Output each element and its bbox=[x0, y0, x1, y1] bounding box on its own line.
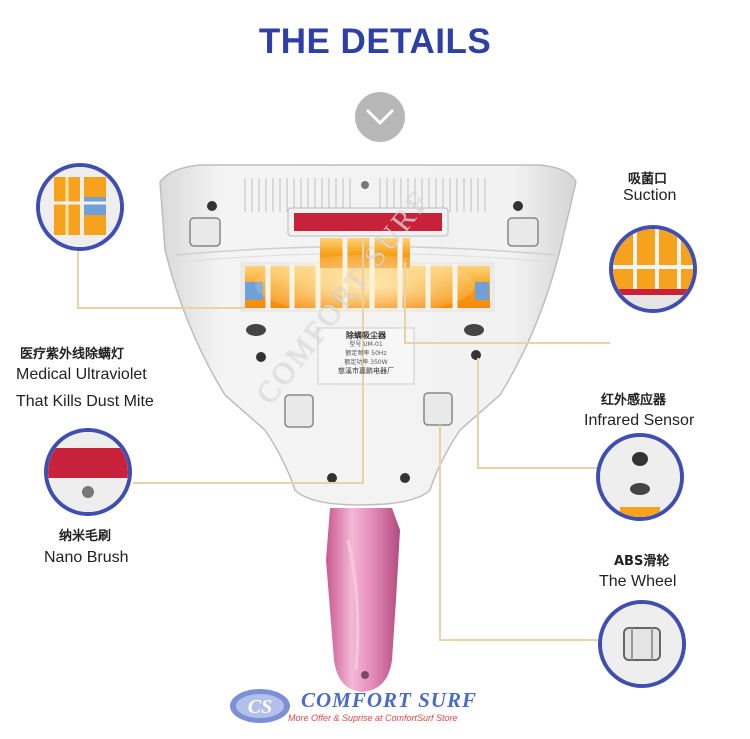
wheel-label-en: The Wheel bbox=[599, 573, 677, 590]
uv-lamp-zoom-image bbox=[40, 167, 120, 247]
rating-line-4: 额定功率 350W bbox=[344, 359, 388, 366]
brush-label-cn: 纳米毛刷 bbox=[59, 529, 112, 544]
nano-brush-zoom-image bbox=[48, 432, 128, 512]
uv-lamp-label-cn: 医疗紫外线除螨灯 bbox=[20, 347, 125, 362]
infrared-sensor-zoom-image bbox=[600, 437, 680, 517]
rating-line-2: 型号 UM-01 bbox=[349, 341, 383, 348]
bottom-right-wheel bbox=[423, 392, 453, 426]
rating-line-5: 慈溪市嘉鹏电器厂 bbox=[338, 367, 394, 375]
infrared-sensor-left bbox=[246, 324, 266, 336]
logo-tagline: More Offer & Suprise at ComfortSurf Stor… bbox=[288, 713, 458, 723]
rating-plate-text: 除螨吸尘器 型号 UM-01 额定频率 50Hz 额定功率 350W 慈溪市嘉鹏… bbox=[320, 331, 412, 376]
suction-label-cn: 吸菌口 bbox=[628, 172, 668, 187]
logo-monogram: CS bbox=[248, 696, 272, 718]
bottom-left-wheel bbox=[284, 394, 314, 428]
suction-zoom-image bbox=[613, 229, 693, 309]
infrared-sensor-right bbox=[464, 324, 484, 336]
top-vent-ribs bbox=[244, 178, 486, 212]
top-right-wheel bbox=[507, 217, 539, 247]
rating-plate bbox=[317, 327, 415, 385]
infrared-sensor-zoom bbox=[596, 433, 684, 521]
handle bbox=[326, 508, 400, 692]
infrared-label-en: Infrared Sensor bbox=[584, 412, 695, 429]
uv-lamp-zoom bbox=[36, 163, 124, 251]
cs-monogram-icon: CS bbox=[230, 689, 290, 723]
uv-lamp-label-en-2: That Kills Dust Mite bbox=[16, 393, 154, 410]
rating-line-3: 额定频率 50Hz bbox=[345, 350, 387, 357]
infrared-label-cn: 红外感应器 bbox=[601, 393, 667, 408]
wheel-label-cn: ABS滑轮 bbox=[614, 554, 670, 569]
logo-brand-name: COMFORT SURF bbox=[301, 688, 477, 712]
suction-zoom bbox=[609, 225, 697, 313]
uv-lamp-label-en-1: Medical Ultraviolet bbox=[16, 366, 147, 383]
suction-label-en: Suction bbox=[623, 187, 677, 204]
brush-label-en: Nano Brush bbox=[44, 549, 129, 566]
chevron-down-icon bbox=[366, 109, 394, 125]
rating-line-1: 除螨吸尘器 bbox=[346, 331, 386, 340]
brand-logo: CS COMFORT SURF More Offer & Suprise at … bbox=[228, 686, 528, 730]
top-left-wheel bbox=[189, 217, 221, 247]
page-title: THE DETAILS bbox=[258, 22, 492, 61]
scroll-down-button[interactable] bbox=[355, 92, 405, 142]
nano-brush-zoom bbox=[44, 428, 132, 516]
wheel-zoom-image bbox=[602, 604, 682, 684]
wheel-zoom bbox=[598, 600, 686, 688]
callout-leader-lines bbox=[77, 238, 610, 641]
